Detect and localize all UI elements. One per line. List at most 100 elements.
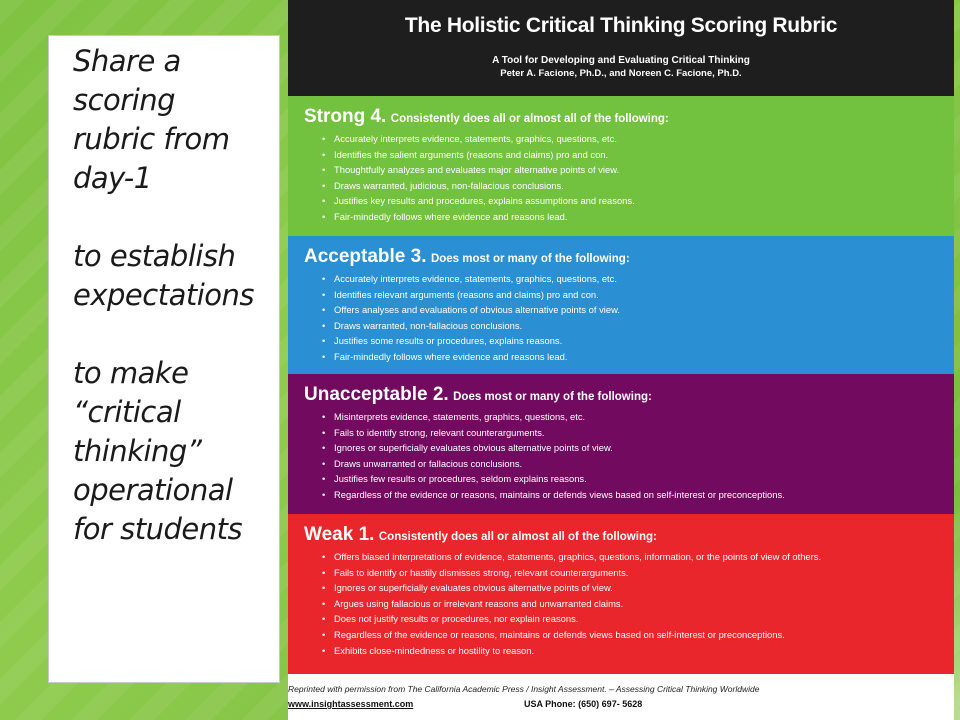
section-label: Unacceptable 2. — [304, 384, 449, 405]
criteria-item: • Ignores or superficially evaluates obvi… — [322, 440, 954, 456]
notes-line: to make — [73, 356, 189, 390]
criteria-item: • Offers analyses and evaluations of obvi… — [322, 302, 954, 318]
criteria-item: •Thoughtfully analyzes and evaluates maj… — [322, 162, 954, 178]
rubric-subtitle: A Tool for Developing and Evaluating Cri… — [492, 55, 750, 66]
criteria-item: • Accurately interprets evidence, stateme… — [322, 271, 954, 287]
section-description: Consistently does all or almost all of t… — [390, 113, 669, 125]
criteria-item: •Fails to identify or hastily dismisses … — [322, 565, 954, 581]
section-heading: Weak 1. Consistently does all or almost … — [304, 524, 954, 546]
criteria-text: Offers analyses and evaluations of obvio… — [334, 304, 620, 316]
bullet-icon: • — [322, 551, 326, 562]
criteria-list: • Misinterprets evidence, statements, gra… — [304, 409, 954, 503]
section-heading: Strong 4. Consistently does all or almos… — [304, 106, 954, 128]
notes-line: to establish — [73, 239, 236, 273]
bullet-icon: • — [322, 288, 326, 300]
criteria-text: Justifies few results or procedures, sel… — [334, 473, 587, 485]
criteria-text: Justifies some results or procedures, ex… — [334, 335, 563, 347]
criteria-text: Fair-mindedly follows where evidence and… — [334, 350, 568, 362]
bullet-icon: • — [322, 210, 326, 222]
criteria-item: • Fair-mindedly follows where evidence an… — [322, 349, 954, 365]
notes-text: Share a scoring rubric from day-1 to est… — [73, 42, 279, 549]
notes-line: Share a — [73, 44, 181, 78]
criteria-item: • Regardless of the evidence or reasons, … — [322, 487, 954, 503]
criteria-text: Ignores or superficially evaluates obvio… — [334, 442, 613, 454]
criteria-item: • Justifies few results or procedures, se… — [322, 471, 954, 487]
criteria-text: Offers biased interpretations of evidenc… — [334, 551, 822, 562]
criteria-item: •Accurately interprets evidence, stateme… — [322, 131, 954, 147]
bullet-icon: • — [322, 273, 326, 284]
rubric-image: The Holistic Critical Thinking Scoring R… — [288, 0, 954, 720]
criteria-text: Exhibits close-mindedness or hostility t… — [334, 644, 535, 656]
criteria-list: • Offers biased interpretations of eviden… — [304, 549, 954, 658]
notes-line: day-1 — [73, 161, 152, 195]
criteria-item: • Justifies some results or procedures, e… — [322, 333, 954, 349]
section-strong: Strong 4. Consistently does all or almos… — [288, 96, 954, 236]
website-link[interactable]: www.insightassessment.com — [288, 699, 414, 709]
criteria-item: • Regardless of the evidence or reasons, … — [322, 627, 954, 643]
criteria-item: •Draws warranted, non-fallacious conclus… — [322, 318, 954, 334]
bullet-icon: • — [322, 426, 326, 438]
criteria-item: • Justifies key results and procedures, e… — [322, 193, 954, 209]
section-acceptable: Acceptable 3. Does most or many of the f… — [288, 236, 954, 374]
criteria-text: Accurately interprets evidence, statemen… — [334, 273, 617, 284]
notes-line: “critical — [73, 395, 181, 429]
criteria-text: Fair-mindedly follows where evidence and… — [334, 210, 568, 222]
criteria-text: Draws unwarranted or fallacious conclusi… — [334, 457, 523, 469]
bullet-icon: • — [322, 164, 326, 176]
bullet-icon: • — [322, 644, 326, 656]
bullet-icon: • — [322, 488, 326, 500]
bullet-icon: • — [322, 582, 326, 594]
bullet-icon: • — [322, 195, 326, 207]
bullet-icon: • — [322, 628, 326, 640]
criteria-item: • Identifies the salient arguments (reaso… — [322, 147, 954, 163]
criteria-text: Does not justify results or procedures, … — [334, 613, 579, 625]
bullet-icon: • — [322, 133, 326, 144]
rubric-authors: Peter A. Facione, Ph.D., and Noreen C. F… — [500, 68, 742, 79]
section-unacceptable: Unacceptable 2. Does most or many of the… — [288, 374, 954, 514]
section-weak: Weak 1. Consistently does all or almost … — [288, 514, 954, 674]
criteria-item: •Draws unwarranted or fallacious conclus… — [322, 456, 954, 472]
notes-line: thinking” — [73, 434, 202, 468]
notes-line: expectations — [73, 278, 255, 312]
bullet-icon: • — [322, 350, 326, 362]
bullet-icon: • — [322, 566, 326, 578]
section-description: Does most or many of the following: — [430, 253, 630, 265]
rubric-title: The Holistic Critical Thinking Scoring R… — [404, 14, 838, 37]
criteria-text: Identifies the salient arguments (reason… — [334, 148, 609, 160]
bullet-icon: • — [322, 335, 326, 347]
section-description: Does most or many of the following: — [453, 391, 652, 403]
criteria-text: Regardless of the evidence or reasons, m… — [334, 628, 785, 640]
section-label: Strong 4. — [304, 106, 387, 127]
bullet-icon: • — [322, 411, 326, 422]
criteria-item: • Identifies relevant arguments (reasons … — [322, 287, 954, 303]
bullet-icon: • — [322, 304, 326, 316]
notes-line: operational — [73, 473, 233, 507]
criteria-text: Draws warranted, non-fallacious conclusi… — [334, 319, 523, 331]
criteria-item: • Does not justify results or procedures,… — [322, 611, 954, 627]
bullet-icon: • — [322, 473, 326, 485]
criteria-text: Argues using fallacious or irrelevant re… — [334, 597, 624, 609]
rubric-header: The Holistic Critical Thinking Scoring R… — [288, 0, 954, 96]
section-label: Acceptable 3. — [304, 246, 427, 267]
phone-number: USA Phone: (650) 697- 5628 — [524, 699, 643, 709]
criteria-text: Ignores or superficially evaluates obvio… — [334, 582, 613, 594]
section-description: Consistently does all or almost all of t… — [378, 531, 657, 543]
criteria-text: Misinterprets evidence, statements, grap… — [334, 411, 586, 422]
section-heading: Unacceptable 2. Does most or many of the… — [304, 384, 954, 406]
criteria-text: Identifies relevant arguments (reasons a… — [334, 288, 599, 300]
bullet-icon: • — [322, 442, 326, 454]
criteria-text: Draws warranted, judicious, non-fallacio… — [334, 179, 564, 191]
criteria-list: •Accurately interprets evidence, stateme… — [304, 131, 954, 225]
notes-spacer — [73, 315, 279, 354]
criteria-text: Regardless of the evidence or reasons, m… — [334, 488, 785, 500]
notes-line: rubric from — [73, 122, 230, 156]
criteria-item: •Fails to identify strong, relevant coun… — [322, 425, 954, 441]
bullet-icon: • — [322, 613, 326, 625]
bullet-icon: • — [322, 148, 326, 160]
notes-spacer — [73, 198, 279, 237]
bullet-icon: • — [322, 597, 326, 609]
criteria-item: •Draws warranted, judicious, non-fallaci… — [322, 178, 954, 194]
notes-line: for students — [73, 512, 243, 546]
criteria-text: Justifies key results and procedures, ex… — [334, 195, 635, 207]
criteria-item: • Fair-mindedly follows where evidence an… — [322, 209, 954, 225]
